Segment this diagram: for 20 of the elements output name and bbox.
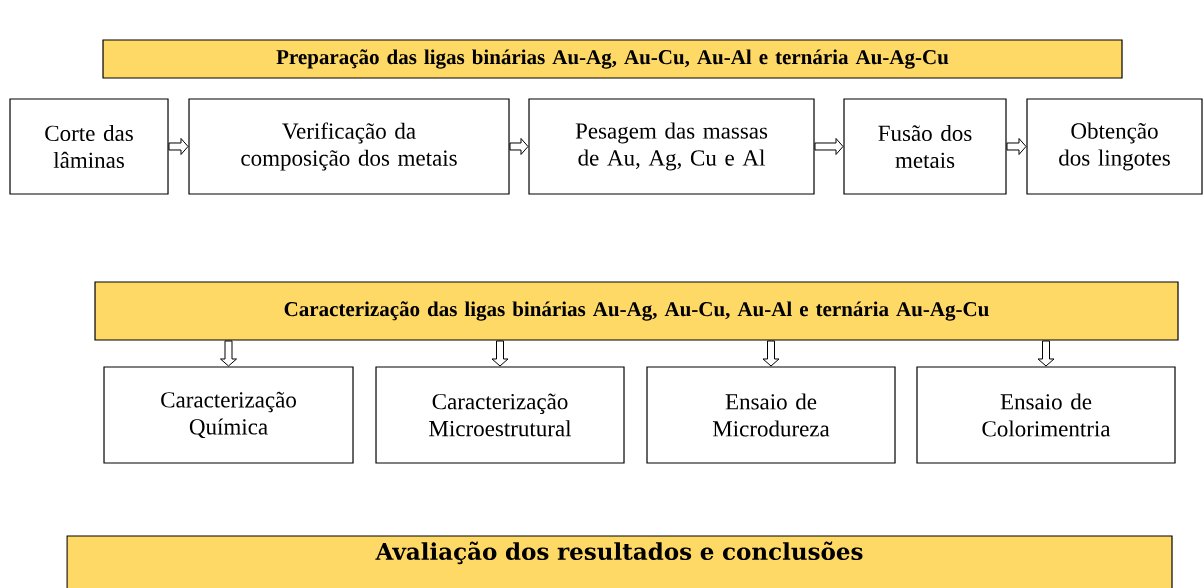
arrow	[491, 340, 509, 367]
arrow	[814, 138, 844, 155]
process-box: Caracterização Microestrutural	[375, 366, 625, 464]
heading-box: Caracterização das ligas binárias Au-Ag, Au-Cu, Au-Al e ternária Au-Ag-Cu	[94, 281, 1179, 341]
process-box: Fusão dos metais	[843, 98, 1007, 195]
process-box: Caracterização Química	[103, 366, 354, 464]
arrow	[168, 138, 189, 155]
process-box: Ensaio de Microdureza	[646, 366, 896, 464]
process-box: Verificação da composição dos metais	[188, 98, 510, 195]
conclusion-box: Avaliação dos resultados e conclusões	[66, 535, 1173, 588]
process-box: Obtenção dos lingotes	[1026, 98, 1203, 195]
arrow	[509, 138, 529, 155]
arrow	[1006, 138, 1027, 155]
arrow	[762, 340, 780, 367]
heading-box: Preparação das ligas binárias Au-Ag, Au-Cu, Au-Al e ternária Au-Ag-Cu	[102, 39, 1123, 79]
process-box: Pesagem das massas de Au, Ag, Cu e Al	[528, 98, 815, 195]
process-box: Corte das lâminas	[9, 98, 169, 195]
arrow	[1037, 340, 1055, 367]
process-box: Ensaio de Colorimentria	[916, 366, 1176, 464]
arrow	[220, 340, 237, 367]
